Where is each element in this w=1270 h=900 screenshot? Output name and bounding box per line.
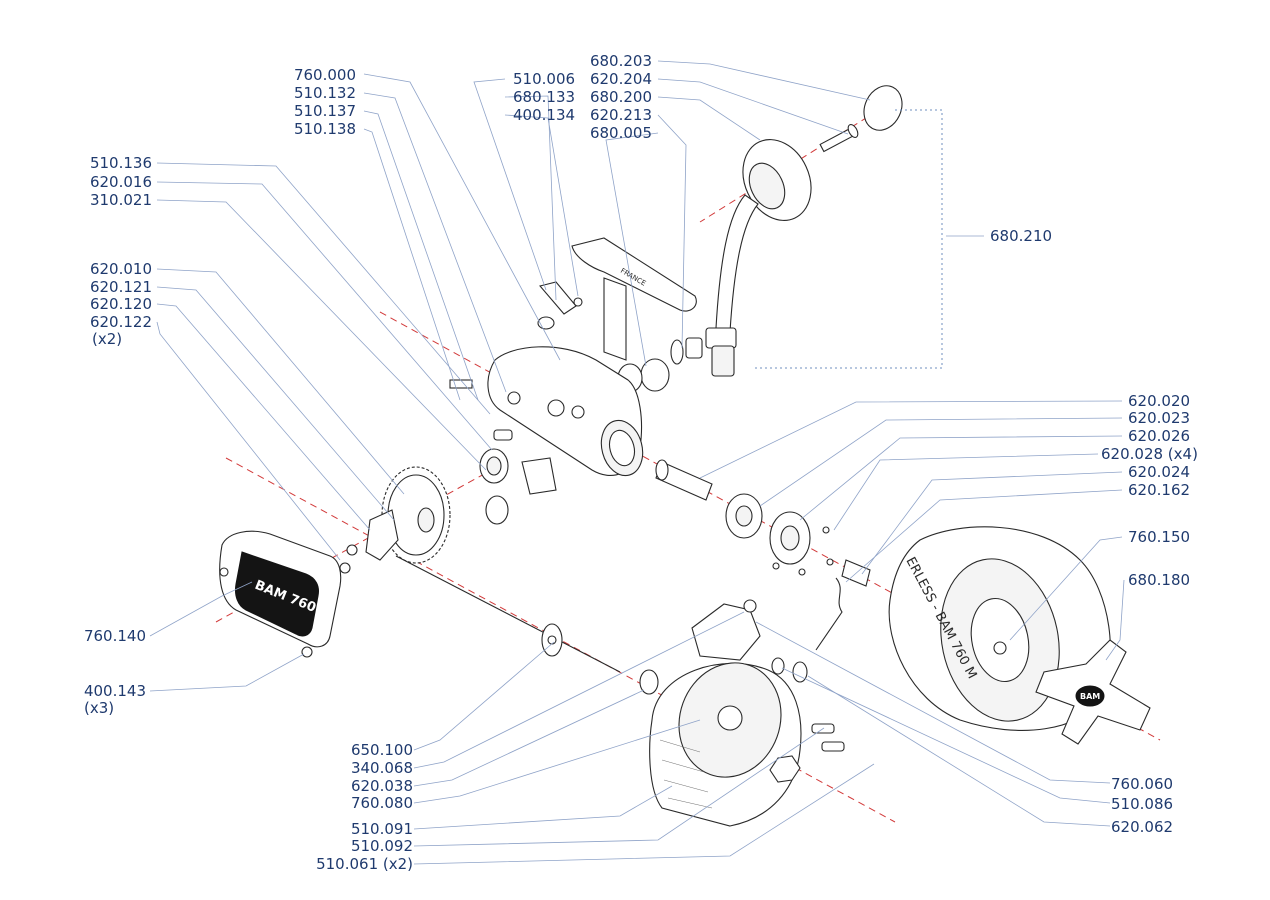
bail-arm: FRANCE [571, 237, 697, 361]
label-400-143-quantity: (x3) [84, 699, 114, 717]
retainer-screws [772, 526, 834, 576]
label-680-005: 680.005 [590, 124, 652, 142]
label-620-122-quantity: (x2) [92, 330, 122, 348]
label-620-020: 620.020 [1128, 392, 1190, 410]
spool-clip [691, 599, 761, 661]
label-620-028: 620.028 (x4) [1101, 445, 1198, 463]
thrust-washer [485, 495, 509, 525]
label-650-100: 650.100 [351, 741, 413, 759]
label-340-068: 340.068 [351, 759, 413, 777]
label-510-138: 510.138 [294, 120, 356, 138]
drag-knob-badge: BAM [1080, 692, 1100, 701]
crank-handle [705, 139, 812, 377]
label-400-143: 400.143 [84, 682, 146, 700]
label-680-200: 680.200 [590, 88, 652, 106]
label-620-120: 620.120 [90, 295, 152, 313]
label-620-016: 620.016 [90, 173, 152, 191]
label-760-080: 760.080 [351, 794, 413, 812]
e-clip [792, 661, 808, 683]
label-510-132: 510.132 [294, 84, 356, 102]
drag-screws [769, 723, 845, 783]
reel-body [487, 346, 644, 477]
handle-assembly-bracket [752, 109, 943, 369]
label-680-133: 680.133 [513, 88, 575, 106]
label-680-210: 680.210 [990, 227, 1052, 245]
handle-cap-disc [863, 85, 903, 131]
side-plate: BAM 760 [219, 530, 342, 658]
drag-housing [649, 662, 802, 827]
label-620-024: 620.024 [1128, 463, 1190, 481]
spring-washer [639, 669, 659, 695]
body-screws [449, 379, 513, 441]
label-620-062: 620.062 [1111, 818, 1173, 836]
label-310-021: 310.021 [90, 191, 152, 209]
bearing-retainer [769, 511, 811, 565]
leader-lines [149, 60, 1125, 865]
label-760-060: 760.060 [1111, 775, 1173, 793]
label-620-023: 620.023 [1128, 409, 1190, 427]
gear-carrier [339, 509, 399, 574]
label-400-134: 400.134 [513, 106, 575, 124]
label-620-010: 620.010 [90, 260, 152, 278]
label-680-203: 680.203 [590, 52, 652, 70]
label-510-137: 510.137 [294, 102, 356, 120]
main-shaft [395, 555, 621, 673]
handle-washer [670, 339, 684, 365]
label-510-086: 510.086 [1111, 795, 1173, 813]
handle-bushing [685, 337, 703, 359]
drive-gear [381, 466, 451, 564]
bail-trip-parts [537, 281, 583, 330]
pinion-bearing [725, 493, 763, 539]
label-510-006: 510.006 [513, 70, 575, 88]
label-760-140: 760.140 [84, 627, 146, 645]
gear-axis [225, 457, 896, 823]
label-760-000: 760.000 [294, 66, 356, 84]
part-number-labels: 760.000 510.132 510.137 510.138 510.006 … [84, 52, 1198, 873]
label-620-122: 620.122 [90, 313, 152, 331]
label-510-136: 510.136 [90, 154, 152, 172]
small-washer [771, 657, 785, 675]
label-620-162: 620.162 [1128, 481, 1190, 499]
bearing [479, 448, 509, 484]
reel-parts: FRANCE [219, 85, 1151, 827]
drag-knob: BAM [1035, 639, 1151, 745]
pinion-gear [655, 459, 713, 501]
return-spring [815, 577, 843, 651]
handle-screw [819, 123, 859, 153]
label-620-038: 620.038 [351, 777, 413, 795]
label-620-026: 620.026 [1128, 427, 1190, 445]
label-620-213: 620.213 [590, 106, 652, 124]
shim-plate [521, 457, 557, 495]
label-620-204: 620.204 [590, 70, 652, 88]
label-510-061: 510.061 (x2) [316, 855, 413, 873]
label-510-091: 510.091 [351, 820, 413, 838]
label-760-150: 760.150 [1128, 528, 1190, 546]
label-510-092: 510.092 [351, 837, 413, 855]
label-620-121: 620.121 [90, 278, 152, 296]
label-680-180: 680.180 [1128, 571, 1190, 589]
